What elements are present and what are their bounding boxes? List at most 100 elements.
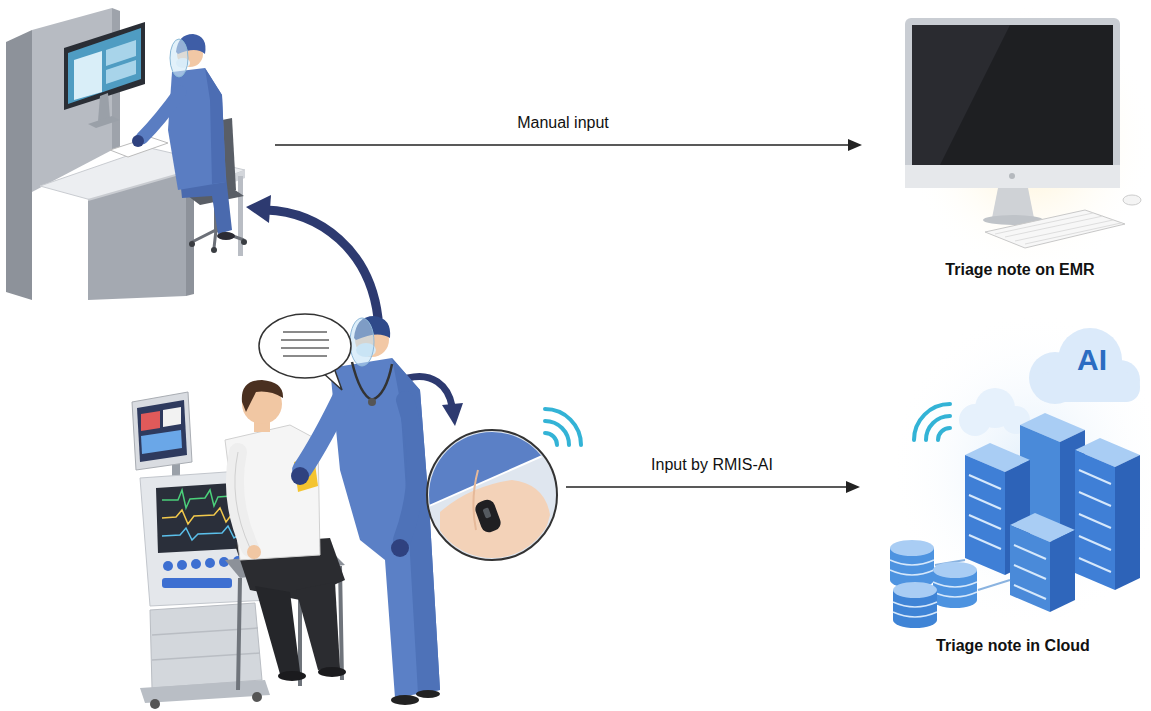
- nurse-workstation: [106, 60, 136, 84]
- emr-computer: [905, 5, 1151, 275]
- patient-monitor: [140, 680, 270, 703]
- cloud-servers: [1050, 530, 1075, 612]
- nurse-workstation: [142, 92, 180, 138]
- emr-computer: [1009, 173, 1015, 179]
- ring-device: [545, 433, 557, 445]
- patient-monitor: [177, 560, 187, 570]
- nurse-workstation: [170, 39, 188, 77]
- patient-monitor: [150, 603, 262, 688]
- cloud-servers: [890, 560, 934, 575]
- cloud-logo-text: AI: [1077, 343, 1107, 378]
- cloud-servers: [1079, 470, 1111, 572]
- cloud-servers: [890, 310, 1151, 630]
- nurse-workstation: [205, 68, 226, 184]
- patient-monitor: [141, 430, 182, 454]
- speech-bubble: [281, 339, 329, 341]
- flow-arrow: [848, 139, 862, 151]
- arrow-label: Manual input: [517, 114, 609, 132]
- ring-device: [473, 498, 503, 535]
- ring-device: [545, 421, 569, 445]
- speech-bubble: [259, 314, 351, 378]
- patient-figure: [296, 582, 340, 670]
- nurse-workstation: [217, 232, 235, 240]
- nurse-workstation: [74, 51, 102, 100]
- doctor-figure: [391, 539, 409, 557]
- emr-computer: [1123, 195, 1141, 205]
- nurse-workstation: [241, 239, 247, 245]
- speech-bubble: [281, 347, 329, 349]
- ring-device: [420, 420, 565, 575]
- emr-computer: [912, 25, 1113, 165]
- emr-computer: [905, 18, 1120, 188]
- cloud-servers: [1035, 372, 1140, 402]
- nurse-workstation: [6, 30, 32, 300]
- nurse-workstation: [68, 28, 141, 104]
- doctor-figure: [352, 362, 392, 400]
- cloud-servers: [890, 540, 934, 556]
- emr-computer: [995, 213, 1121, 244]
- cloud-servers: [893, 582, 937, 598]
- cloud-servers: [1010, 525, 1050, 612]
- nurse-workstation: [211, 247, 217, 253]
- nurse-workstation: [168, 68, 226, 190]
- nurse-workstation: [98, 93, 110, 121]
- emr-computer: [992, 188, 1034, 218]
- cloud-servers: [893, 602, 937, 617]
- patient-monitor: [191, 559, 201, 569]
- patient-monitor: [205, 558, 215, 568]
- patient-figure: [242, 380, 283, 412]
- node-caption: Triage note in Cloud: [879, 636, 1147, 655]
- nurse-workstation: [88, 172, 186, 300]
- illustration-node: Triage note on EMR: [905, 12, 1135, 285]
- ring-device: [545, 409, 581, 445]
- curved-arrow: [266, 210, 378, 318]
- flow-arrow: [275, 144, 852, 146]
- cloud-servers: [938, 428, 950, 440]
- emr-computer: [985, 210, 1125, 248]
- flow-arrow: [566, 486, 850, 488]
- doctor-figure: [291, 467, 309, 485]
- curved-arrow: [442, 403, 463, 426]
- patient-monitor: [141, 411, 160, 431]
- cloud-servers: [1014, 545, 1046, 599]
- patient-monitor: [152, 628, 258, 635]
- patient-figure: [318, 667, 346, 677]
- patient-monitor: [132, 392, 192, 470]
- speech-bubble: [259, 314, 351, 390]
- patient-figure: [235, 452, 250, 548]
- cloud-servers: [1115, 455, 1140, 590]
- cloud-servers: [933, 582, 977, 597]
- emr-computer: [912, 25, 1010, 165]
- doctor-figure: [391, 695, 419, 705]
- cloud-servers: [969, 475, 1001, 549]
- patient-figure: [247, 545, 261, 559]
- patient-figure: [278, 671, 306, 681]
- cloud-servers: [890, 310, 1151, 630]
- doctor-figure: [402, 400, 416, 540]
- cloud-servers: [933, 562, 977, 578]
- ring-device: [420, 409, 581, 575]
- patient-figure: [225, 380, 346, 690]
- doctor-figure: [350, 318, 374, 366]
- ring-device: [440, 480, 550, 575]
- cloud-servers: [914, 404, 950, 440]
- patient-monitor: [137, 400, 187, 462]
- patient-figure: [255, 586, 300, 674]
- doctor-figure: [368, 398, 376, 406]
- patient-monitor: [163, 407, 181, 427]
- cloud-servers: [965, 455, 1005, 575]
- cloud-servers: [926, 416, 950, 440]
- doctor-figure: [416, 690, 440, 698]
- patient-monitor: [150, 699, 160, 709]
- node-caption: Triage note on EMR: [905, 260, 1135, 279]
- emr-computer: [905, 165, 1120, 188]
- nurse-workstation: [189, 241, 195, 247]
- patient-monitor: [162, 578, 232, 588]
- nurse-workstation: [6, 8, 247, 300]
- patient-monitor: [152, 653, 260, 660]
- patient-monitor: [252, 692, 262, 702]
- doctor-figure: [302, 392, 345, 470]
- nurse-workstation: [132, 135, 144, 147]
